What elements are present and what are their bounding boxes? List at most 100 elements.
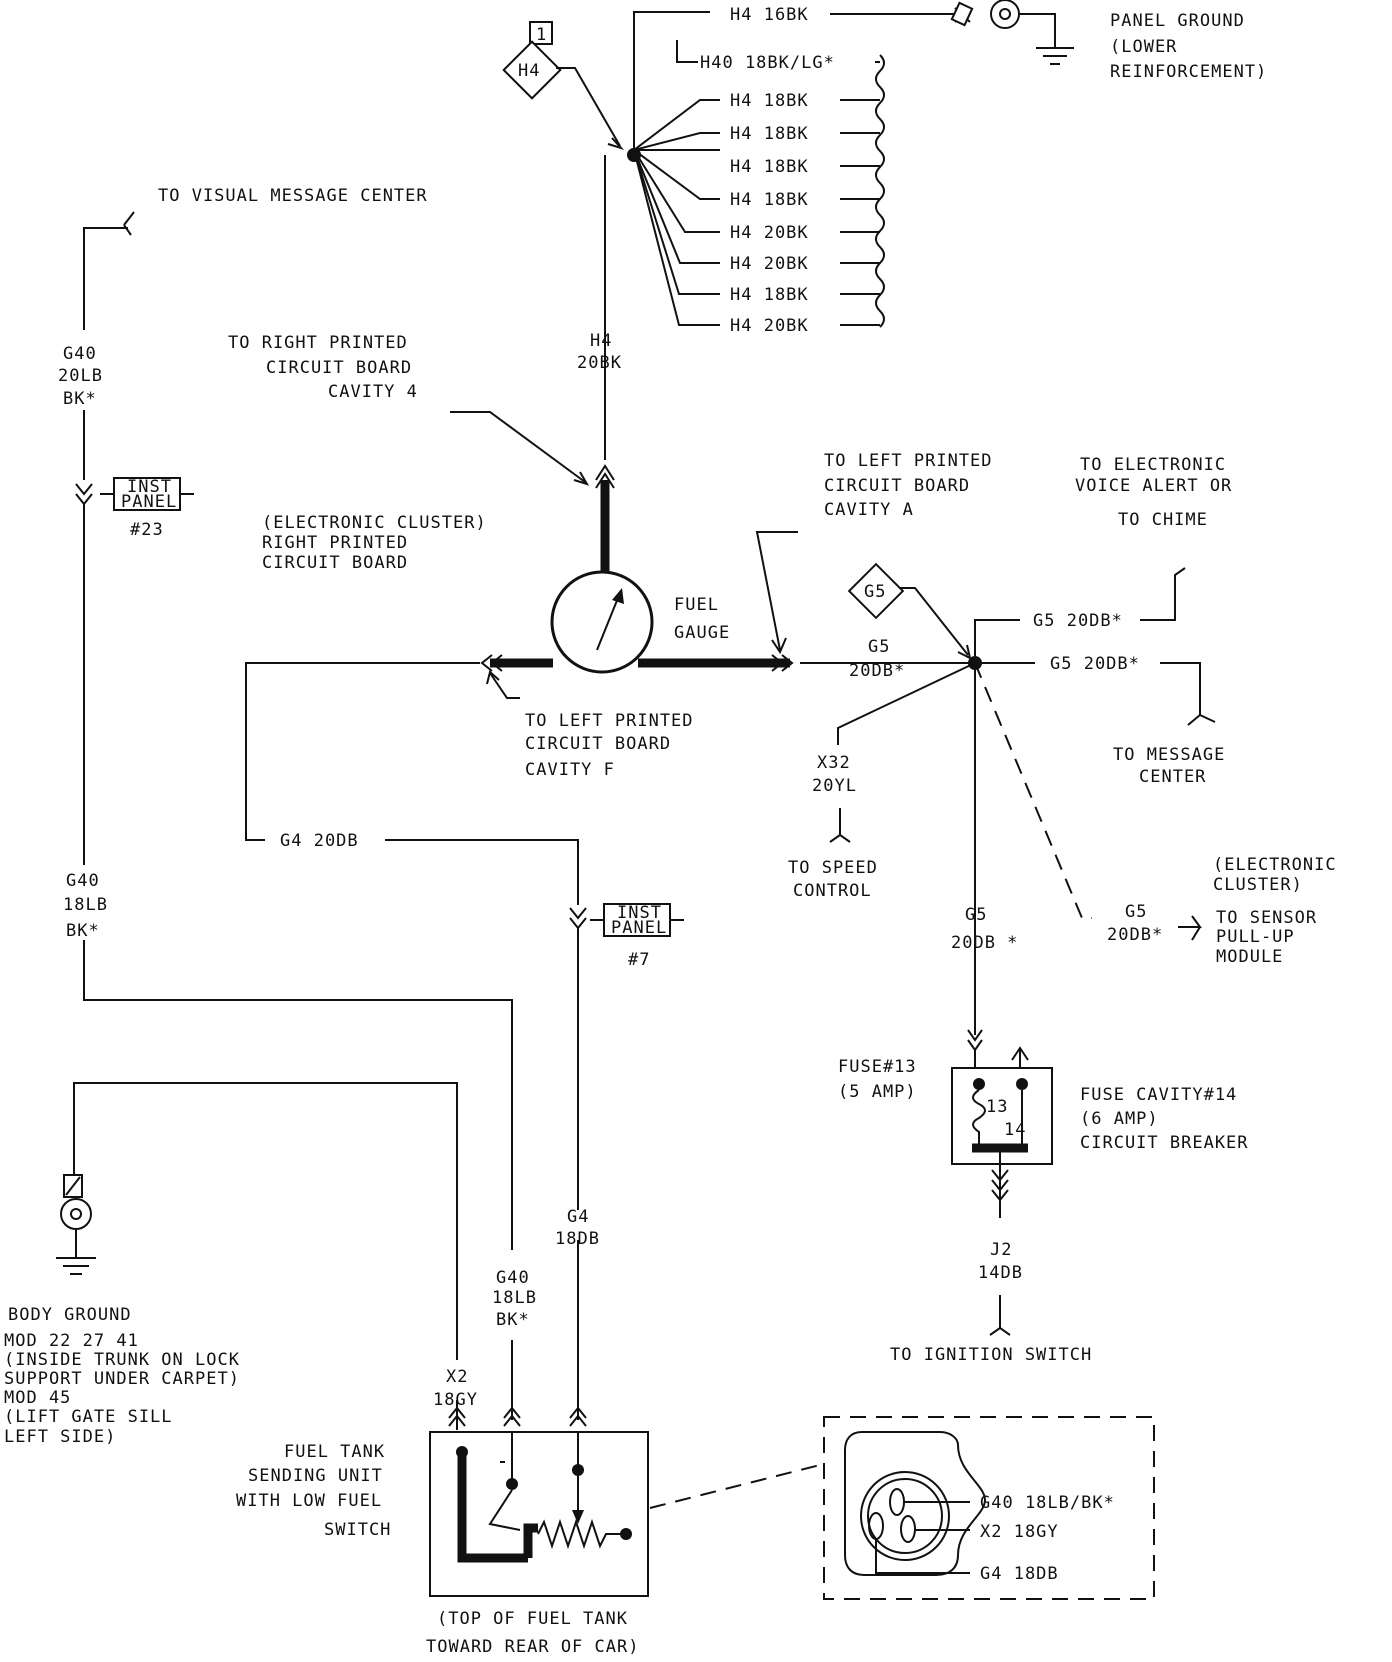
fuel-gauge-label-0: FUEL [674,595,719,615]
g40-upper-2: BK* [63,389,97,409]
connector-pin-g4: G4 18DB [980,1564,1059,1584]
tank-note-line-1: TOWARD REAR OF CAR) [426,1637,639,1657]
g40-lower-1: 18LB [492,1288,537,1308]
g40-middle-2: BK* [66,921,100,941]
panel-ground-label: PANEL GROUND (LOWER REINFORCEMENT) [1110,11,1267,82]
inst-panel-7-line-1: PANEL [611,918,667,938]
fuse13-line-0: FUSE#13 [838,1057,917,1077]
tank-note-line-0: (TOP OF FUEL TANK [437,1609,628,1629]
fuse-block: 13 14 [951,1029,1053,1336]
h4-wire-label-5: H4 18BK [730,190,809,210]
fuse14-line-0: FUSE CAVITY#14 [1080,1085,1237,1105]
left-pcb-a-line-2: CAVITY A [824,500,914,520]
x32-wire-1: 20YL [812,776,857,796]
electronic-cluster-line-2: CIRCUIT BOARD [262,553,408,573]
g40-middle-1: 18LB [63,895,108,915]
g5-sensor-wire-0: G5 [1125,902,1147,922]
body-ground-line-3: SUPPORT UNDER CARPET) [4,1369,240,1389]
h4-wire-label-9: H4 20BK [730,316,809,336]
right-pcb-line-1: CIRCUIT BOARD [266,358,412,378]
electronic-cluster-line-1: RIGHT PRINTED [262,533,408,553]
h4-wire-label-6: H4 20BK [730,223,809,243]
body-ground-line-6: LEFT SIDE) [4,1427,116,1447]
sending-unit-line-1: SENDING UNIT [248,1466,383,1486]
electronic-cluster-line-0: (ELECTRONIC CLUSTER) [262,513,487,533]
sensor-module-line-0: TO SENSOR [1216,908,1317,928]
h4-wire-label-0: H4 16BK [730,5,809,25]
g40-lower-0: G40 [496,1268,530,1288]
h4-wire-label-8: H4 18BK [730,285,809,305]
sending-unit-note: FUEL TANK SENDING UNIT WITH LOW FUEL SWI… [236,1442,391,1540]
g40-circuit: INST PANEL #23 [75,211,513,1250]
g40-upper-0: G40 [63,344,97,364]
g4-lower-1: 18DB [555,1229,600,1249]
g5-sensor-wire-1: 20DB* [1107,925,1163,945]
body-ground-line-1: MOD 22 27 41 [4,1331,139,1351]
inst-panel-23-num: #23 [130,520,164,540]
left-pcb-a-note: TO LEFT PRINTED CIRCUIT BOARD CAVITY A [755,451,993,655]
sensor-module-line-2: MODULE [1216,947,1283,967]
g5-down-wire-0: G5 [965,905,987,925]
left-pcb-a-line-0: TO LEFT PRINTED [824,451,993,471]
body-ground-line-0: BODY GROUND [8,1305,132,1325]
body-ground-circuit [56,1082,458,1360]
g40-upper-1: 20LB [58,366,103,386]
voice-alert-note: TO ELECTRONIC VOICE ALERT OR TO CHIME [1075,455,1232,530]
x2-wire-1: 18GY [433,1390,478,1410]
speed-control-line-0: TO SPEED [788,858,878,878]
voice-alert-line-2: TO CHIME [1118,510,1208,530]
inst-panel-23-line-0: INST [127,477,172,497]
left-pcb-f-line-2: CAVITY F [525,760,615,780]
h4-wire-label-4: H4 18BK [730,157,809,177]
h4-20bk-label-0: H4 [590,331,612,351]
left-pcb-f-line-0: TO LEFT PRINTED [525,711,694,731]
sensor-cluster-line-0: (ELECTRONIC [1213,855,1337,875]
inst-panel-7-line-0: INST [617,903,662,923]
fuel-gauge-label-1: GAUGE [674,623,730,643]
left-pcb-f-line-1: CIRCUIT BOARD [525,734,671,754]
h4-20bk-label-1: 20BK [577,353,622,373]
electronic-cluster-note: (ELECTRONIC CLUSTER) RIGHT PRINTED CIRCU… [262,513,487,573]
sending-unit-line-3: SWITCH [324,1520,391,1540]
speed-control-line-1: CONTROL [793,881,872,901]
voice-alert-line-1: VOICE ALERT OR [1075,476,1232,496]
h4-wire-label-1: H40 18BK/LG* [700,53,835,73]
sensor-cluster-line-1: CLUSTER) [1213,875,1303,895]
x2-wire-0: X2 [446,1367,468,1387]
right-pcb-line-2: CAVITY 4 [328,382,418,402]
sending-unit-line-2: WITH LOW FUEL [236,1491,382,1511]
message-center-note: TO MESSAGE CENTER [1113,745,1225,787]
visual-message-center-label: TO VISUAL MESSAGE CENTER [158,186,428,206]
x32-wire-0: X32 [817,753,851,773]
fuel-tank-sending-unit [429,1340,821,1597]
h4-wire-label-2: H4 18BK [730,91,809,111]
g4-circuit: INST PANEL #7 [245,662,684,1420]
fuse-pin-14: 14 [1004,1120,1026,1140]
g40-middle-0: G40 [66,871,100,891]
inst-panel-7-num: #7 [628,950,650,970]
body-ground-line-5: (LIFT GATE SILL [4,1407,173,1427]
connector-detail [823,1416,1155,1600]
g4-20db-label: G4 20DB [280,831,359,851]
g5-top-wire: G5 20DB* [1033,611,1123,631]
g5-gauge-wire-1: 20DB* [849,661,905,681]
fuel-gauge [480,464,794,674]
h4-connector-name: H4 [518,61,540,81]
body-ground-line-2: (INSIDE TRUNK ON LOCK [4,1350,240,1370]
sending-unit-line-0: FUEL TANK [284,1442,385,1462]
right-pcb-note: TO RIGHT PRINTED CIRCUIT BOARD CAVITY 4 [228,333,590,486]
body-ground-note: BODY GROUND MOD 22 27 41 (INSIDE TRUNK O… [4,1305,240,1447]
body-ground-line-4: MOD 45 [4,1388,71,1408]
fuse14-line-2: CIRCUIT BREAKER [1080,1133,1249,1153]
panel-ground-line-2: REINFORCEMENT) [1110,62,1267,82]
g5-gauge-wire-0: G5 [868,637,890,657]
connector-pin-g40: G40 18LB/BK* [980,1493,1115,1513]
h4-ground-splice: 1 H4 [502,0,1074,328]
message-center-line-0: TO MESSAGE [1113,745,1225,765]
right-pcb-line-0: TO RIGHT PRINTED [228,333,408,353]
g5-connector-name: G5 [864,582,886,602]
sensor-module-line-1: PULL-UP [1216,927,1295,947]
g5-msg-wire: G5 20DB* [1050,654,1140,674]
left-pcb-f-note: TO LEFT PRINTED CIRCUIT BOARD CAVITY F [486,670,694,780]
